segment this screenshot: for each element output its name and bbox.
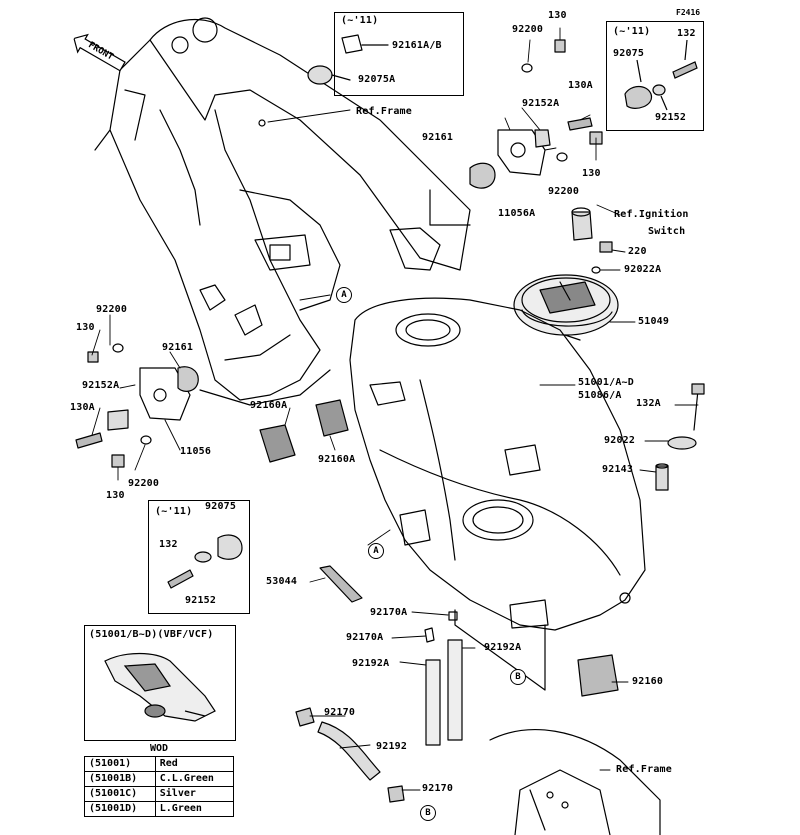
box-pre-2011-topright: (~'11) 92075 132 92152 [606, 21, 704, 131]
part-label: 92170A [370, 607, 408, 618]
wod-color: L.Green [154, 801, 235, 817]
part-label: Switch [648, 226, 686, 237]
part-label: 92161A/B [392, 40, 442, 51]
wod-code: (51001B) [84, 771, 156, 787]
part-label: 130A [70, 402, 95, 413]
front-arrow-icon: FRONT [69, 28, 128, 75]
wod-color-table: WOD (51001) Red (51001B) C.L.Green (5100… [84, 742, 235, 817]
part-label: 130 [582, 168, 601, 179]
part-label: 92143 [602, 464, 634, 475]
part-label: 92200 [96, 304, 128, 315]
part-label: Ref.Frame [616, 764, 672, 775]
callout-a: A [368, 543, 384, 559]
part-label: 92192 [376, 741, 408, 752]
box-variant-51001bd: (51001/B~D)(VBF/VCF) [84, 625, 236, 741]
hose-lines [295, 609, 546, 803]
part-label: 92192A [484, 642, 522, 653]
fuel-tank-illustration [349, 297, 646, 631]
part-label: 92192A [352, 658, 390, 669]
strip-53044 [319, 565, 363, 603]
figure-id: F2416 [676, 8, 701, 17]
part-label: 130 [106, 490, 125, 501]
frame-illustration [94, 17, 471, 406]
part-label: 51001/A~D [578, 377, 634, 388]
wod-color: Silver [154, 786, 235, 802]
right-fasteners [655, 383, 705, 491]
wod-color: Red [154, 756, 235, 772]
box-pre-2011-top: (~'11) [334, 12, 464, 96]
part-label: 92022A [624, 264, 662, 275]
part-label: 130A [568, 80, 593, 91]
wod-color: C.L.Green [154, 771, 235, 787]
part-132: 132 [159, 539, 178, 550]
table-row: (51001B) C.L.Green [84, 771, 235, 787]
top-right-parts [429, 39, 603, 226]
callout-b: B [420, 805, 436, 821]
part-label: 92200 [128, 478, 160, 489]
table-row: (51001) Red [84, 756, 235, 772]
part-label: 51086/A [578, 390, 622, 401]
part-92152: 92152 [655, 112, 687, 123]
box-top-parts [307, 34, 389, 85]
box-left-parts [167, 534, 243, 589]
part-label: 92161 [422, 132, 454, 143]
left-fasteners [75, 343, 199, 468]
part-label: 92170 [422, 783, 454, 794]
part-label: 220 [628, 246, 647, 257]
part-label: Ref.Ignition [614, 209, 689, 220]
box-title: (51001/B~D)(VBF/VCF) [89, 629, 214, 640]
fuel-cap-illustration [513, 207, 619, 336]
frame-bottom-illustration [489, 729, 661, 835]
box-title: (~'11) [155, 506, 193, 517]
part-label: 92075A [358, 74, 396, 85]
part-label: 51049 [638, 316, 670, 327]
part-label: 92170 [324, 707, 356, 718]
wod-code: (51001) [84, 756, 156, 772]
part-label: Ref.Frame [356, 106, 412, 117]
part-92075: 92075 [613, 48, 645, 59]
part-label: 92161 [162, 342, 194, 353]
part-label: 92160A [318, 454, 356, 465]
box-title: (~'11) [341, 15, 379, 26]
part-label: 92160A [250, 400, 288, 411]
box-pre-2011-left: (~'11) 92075 132 92152 [148, 500, 250, 614]
table-row: (51001D) L.Green [84, 801, 235, 817]
leader-lines [91, 27, 699, 791]
part-label: 53044 [266, 576, 298, 587]
box-title: (~'11) [613, 26, 651, 37]
part-label: 132A [636, 398, 661, 409]
part-label: 11056 [180, 446, 212, 457]
callout-b: B [510, 669, 526, 685]
table-row: (51001C) Silver [84, 786, 235, 802]
part-label: 92170A [346, 632, 384, 643]
wod-code: (51001D) [84, 801, 156, 817]
wod-header: WOD [149, 743, 169, 754]
part-132: 132 [677, 28, 696, 39]
part-label: 92200 [512, 24, 544, 35]
part-92075: 92075 [205, 501, 237, 512]
block-92160 [577, 654, 619, 697]
part-label: 130 [76, 322, 95, 333]
part-label: 92152A [522, 98, 560, 109]
callout-a: A [336, 287, 352, 303]
part-label: 92160 [632, 676, 664, 687]
part-92152: 92152 [185, 595, 217, 606]
part-label: 92200 [548, 186, 580, 197]
wod-code: (51001C) [84, 786, 156, 802]
part-label: 92152A [82, 380, 120, 391]
rubber-blocks [259, 399, 349, 463]
part-label: 11056A [498, 208, 536, 219]
part-label: 92022 [604, 435, 636, 446]
part-label: 130 [548, 10, 567, 21]
